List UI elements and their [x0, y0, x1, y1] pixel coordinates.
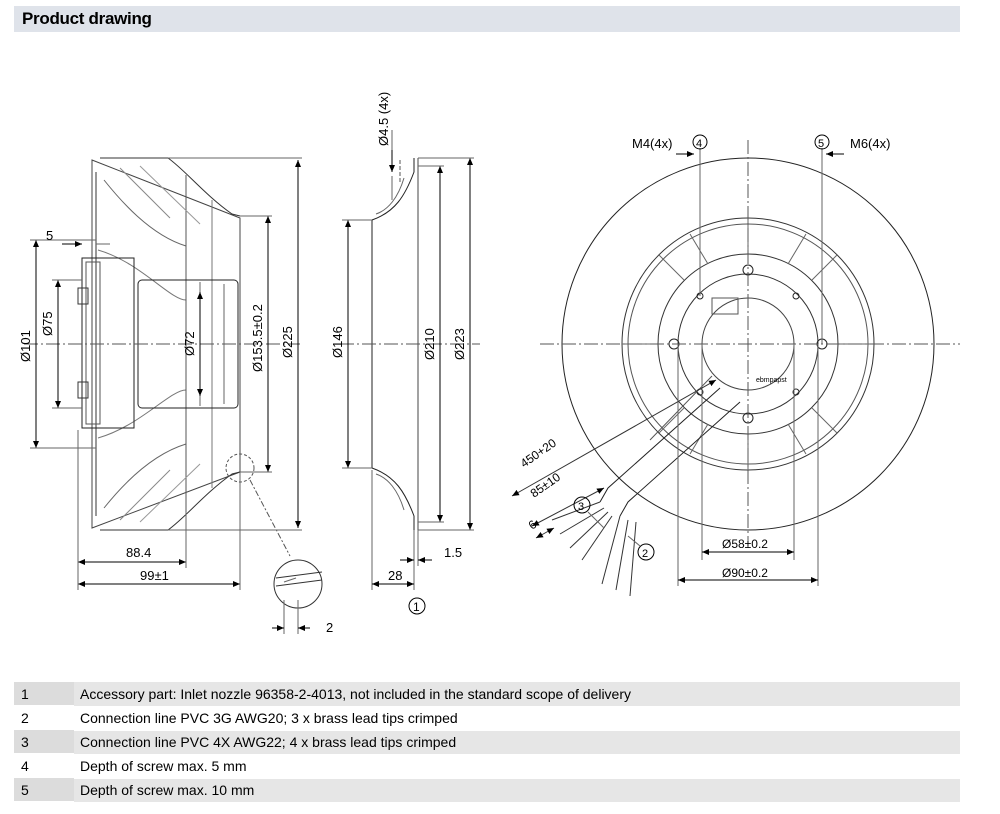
header-bar: Product drawing [14, 6, 960, 32]
dim-w15: 1.5 [444, 545, 462, 560]
legend-text: Accessory part: Inlet nozzle 96358-2-401… [74, 682, 960, 707]
legend-row-4: 4 Depth of screw max. 5 mm [14, 754, 960, 779]
front-view [511, 134, 960, 597]
callout-5: 5 [818, 138, 824, 150]
dim-w28: 28 [388, 568, 402, 583]
dim-d146: Ø146 [330, 326, 345, 358]
legend-text: Depth of screw max. 5 mm [74, 754, 960, 779]
dim-five: 5 [46, 228, 53, 243]
dim-l85: 85±10 [528, 470, 564, 501]
dim-d58: Ø58±0.2 [722, 537, 768, 551]
brand-label: ebmpapst [756, 377, 787, 384]
dim-d223: Ø223 [452, 328, 467, 360]
legend-row-5: 5 Depth of screw max. 10 mm [14, 778, 960, 803]
legend-row-2: 2 Connection line PVC 3G AWG20; 3 x bras… [14, 706, 960, 731]
legend-num: 3 [14, 730, 74, 754]
legend-row-3: 3 Connection line PVC 4X AWG22; 4 x bras… [14, 730, 960, 755]
legend-num: 1 [14, 682, 74, 706]
callout-4: 4 [696, 138, 702, 150]
product-drawing: Ø101 Ø75 Ø72 Ø153.5±0.2 Ø225 5 88.4 99±1… [18, 92, 960, 635]
dim-d210: Ø210 [422, 328, 437, 360]
dim-d101: Ø101 [18, 330, 33, 362]
dim-len99: 99±1 [140, 568, 169, 583]
legend-text: Connection line PVC 4X AWG22; 4 x brass … [74, 730, 960, 755]
dim-m6: M6(4x) [850, 136, 890, 151]
legend-text: Connection line PVC 3G AWG20; 3 x brass … [74, 706, 960, 731]
side-view-labels: Ø101 Ø75 Ø72 Ø153.5±0.2 Ø225 5 88.4 99±1… [18, 228, 333, 635]
dim-d90: Ø90±0.2 [722, 566, 768, 580]
dim-len884: 88.4 [126, 545, 151, 560]
side-view [24, 157, 323, 634]
legend-table: 1 Accessory part: Inlet nozzle 96358-2-4… [14, 682, 960, 803]
nozzle-view-labels: Ø4.5 (4x) Ø146 Ø210 Ø223 28 1.5 1 [330, 92, 467, 614]
nozzle-view [340, 130, 480, 615]
dim-d225: Ø225 [280, 326, 295, 358]
legend-num: 2 [14, 706, 74, 730]
dim-two: 2 [326, 620, 333, 635]
legend-num: 5 [14, 778, 74, 802]
dim-d75: Ø75 [40, 311, 55, 336]
callout-1: 1 [413, 600, 420, 614]
dim-d153: Ø153.5±0.2 [250, 304, 265, 372]
legend-row-1: 1 Accessory part: Inlet nozzle 96358-2-4… [14, 682, 960, 707]
dim-d72: Ø72 [182, 331, 197, 356]
page-title: Product drawing [22, 9, 152, 28]
legend-num: 4 [14, 754, 74, 778]
legend-text: Depth of screw max. 10 mm [74, 778, 960, 803]
dim-l450: 450+20 [518, 436, 559, 471]
dim-l6: 6 [526, 517, 540, 532]
dim-d45: Ø4.5 (4x) [376, 92, 391, 146]
callout-3: 3 [578, 501, 584, 513]
callout-2: 2 [642, 548, 648, 560]
dim-m4: M4(4x) [632, 136, 672, 151]
